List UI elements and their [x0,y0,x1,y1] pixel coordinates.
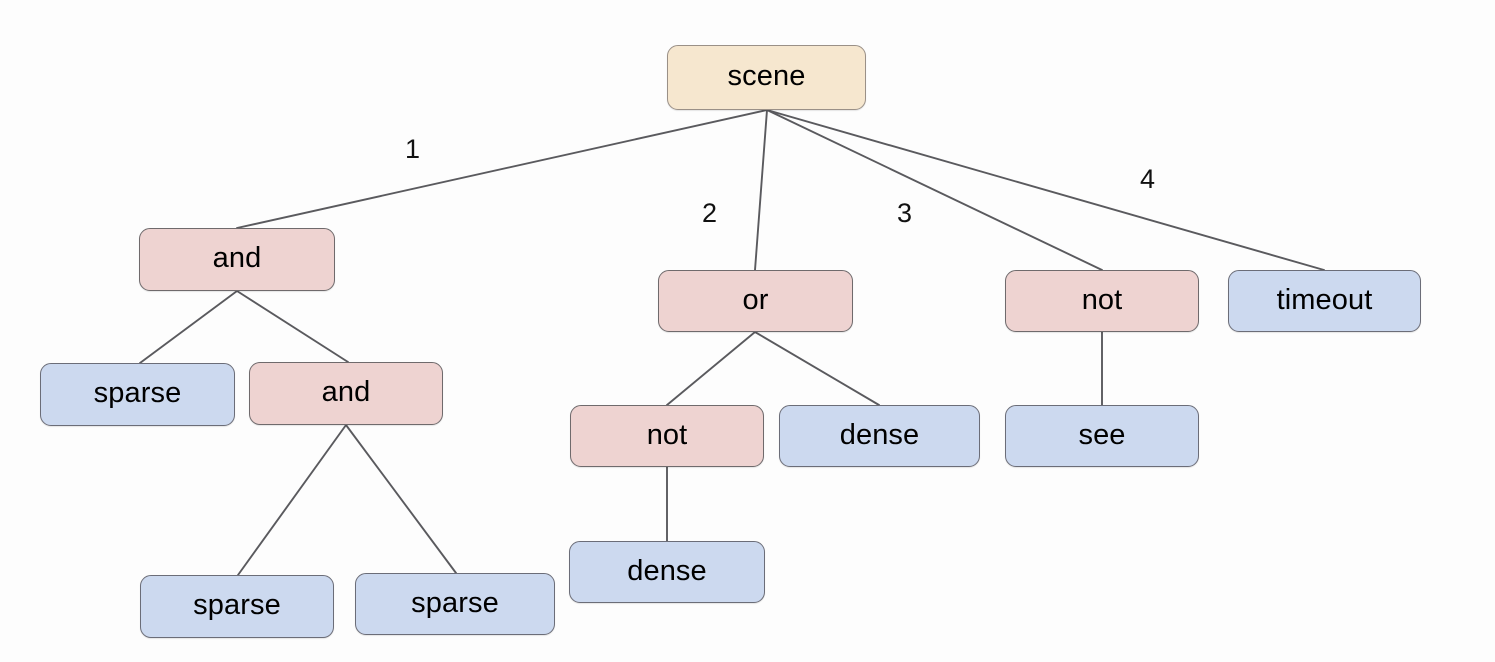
edge-label-scene-to-timeout1: 4 [1140,164,1156,194]
tree-node-scene[interactable]: scene [667,45,866,110]
tree-edge-scene-to-and1 [236,109,768,229]
tree-node-label: sparse [193,589,281,621]
tree-node-or1[interactable]: or [658,270,853,332]
tree-node-sparse1[interactable]: sparse [40,363,235,426]
tree-node-see1[interactable]: see [1005,405,1199,467]
tree-node-sparse2[interactable]: sparse [140,575,334,638]
tree-edge-or1-to-dense1 [754,331,880,406]
tree-node-label: or [742,283,769,316]
tree-node-label: not [1081,283,1123,316]
tree-edge-scene-to-timeout1 [766,109,1325,271]
tree-node-not1[interactable]: not [570,405,764,467]
edge-label-scene-to-and1: 1 [405,134,421,164]
tree-node-label: and [321,376,371,408]
tree-node-and2[interactable]: and [249,362,443,425]
tree-node-not2[interactable]: not [1005,270,1199,332]
tree-node-label: timeout [1276,283,1373,316]
tree-edge-and1-to-sparse1 [139,290,238,364]
tree-edge-scene-to-or1 [754,109,768,271]
tree-node-label: sparse [411,586,499,619]
tree-edge-and1-to-and2 [236,290,349,363]
tree-node-label: not [646,418,688,451]
tree-node-label: sparse [93,377,182,409]
tree-node-label: dense [627,554,707,587]
tree-node-timeout1[interactable]: timeout [1228,270,1421,332]
tree-node-label: dense [839,418,920,451]
tree-edge-and2-to-sparse3 [345,424,457,574]
edge-label-scene-to-or1: 2 [702,198,718,228]
tree-node-label: and [212,242,262,274]
tree-edge-and2-to-sparse2 [237,424,347,576]
tree-node-and1[interactable]: and [139,228,335,291]
tree-node-sparse3[interactable]: sparse [355,573,555,635]
tree-node-dense1[interactable]: dense [779,405,980,467]
tree-edge-or1-to-not1 [666,331,756,406]
tree-node-dense2[interactable]: dense [569,541,765,603]
tree-edge-scene-to-not2 [766,109,1103,271]
tree-node-label: scene [727,60,806,92]
tree-node-label: see [1078,418,1126,451]
edge-label-scene-to-not2: 3 [897,198,913,228]
